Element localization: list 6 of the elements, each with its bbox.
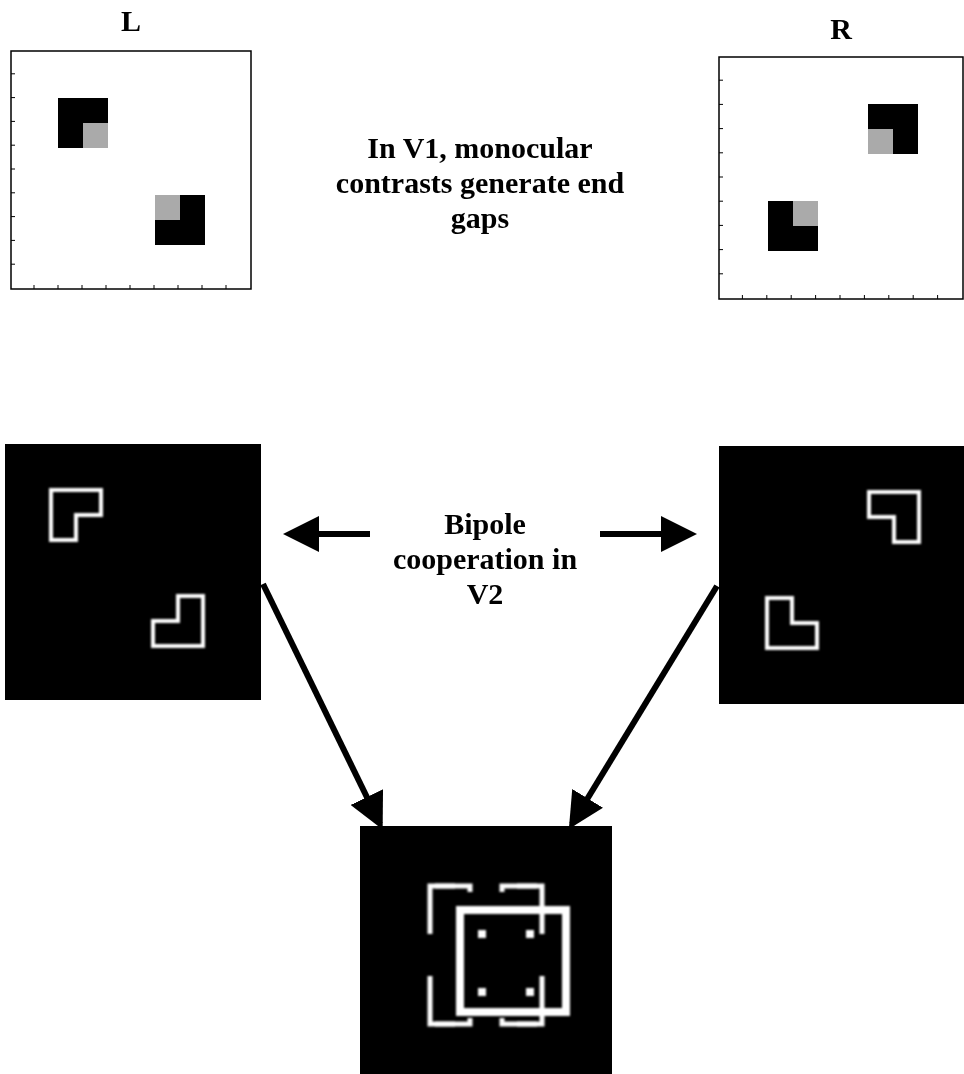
process-label: Bipole cooperation in V2: [391, 506, 579, 611]
note-text: In V1, monocular contrasts generate end gaps: [334, 130, 626, 235]
arrow: [283, 516, 370, 552]
arrow: [600, 516, 697, 552]
panel-title: R: [829, 12, 854, 46]
panel-title: L: [120, 4, 142, 38]
